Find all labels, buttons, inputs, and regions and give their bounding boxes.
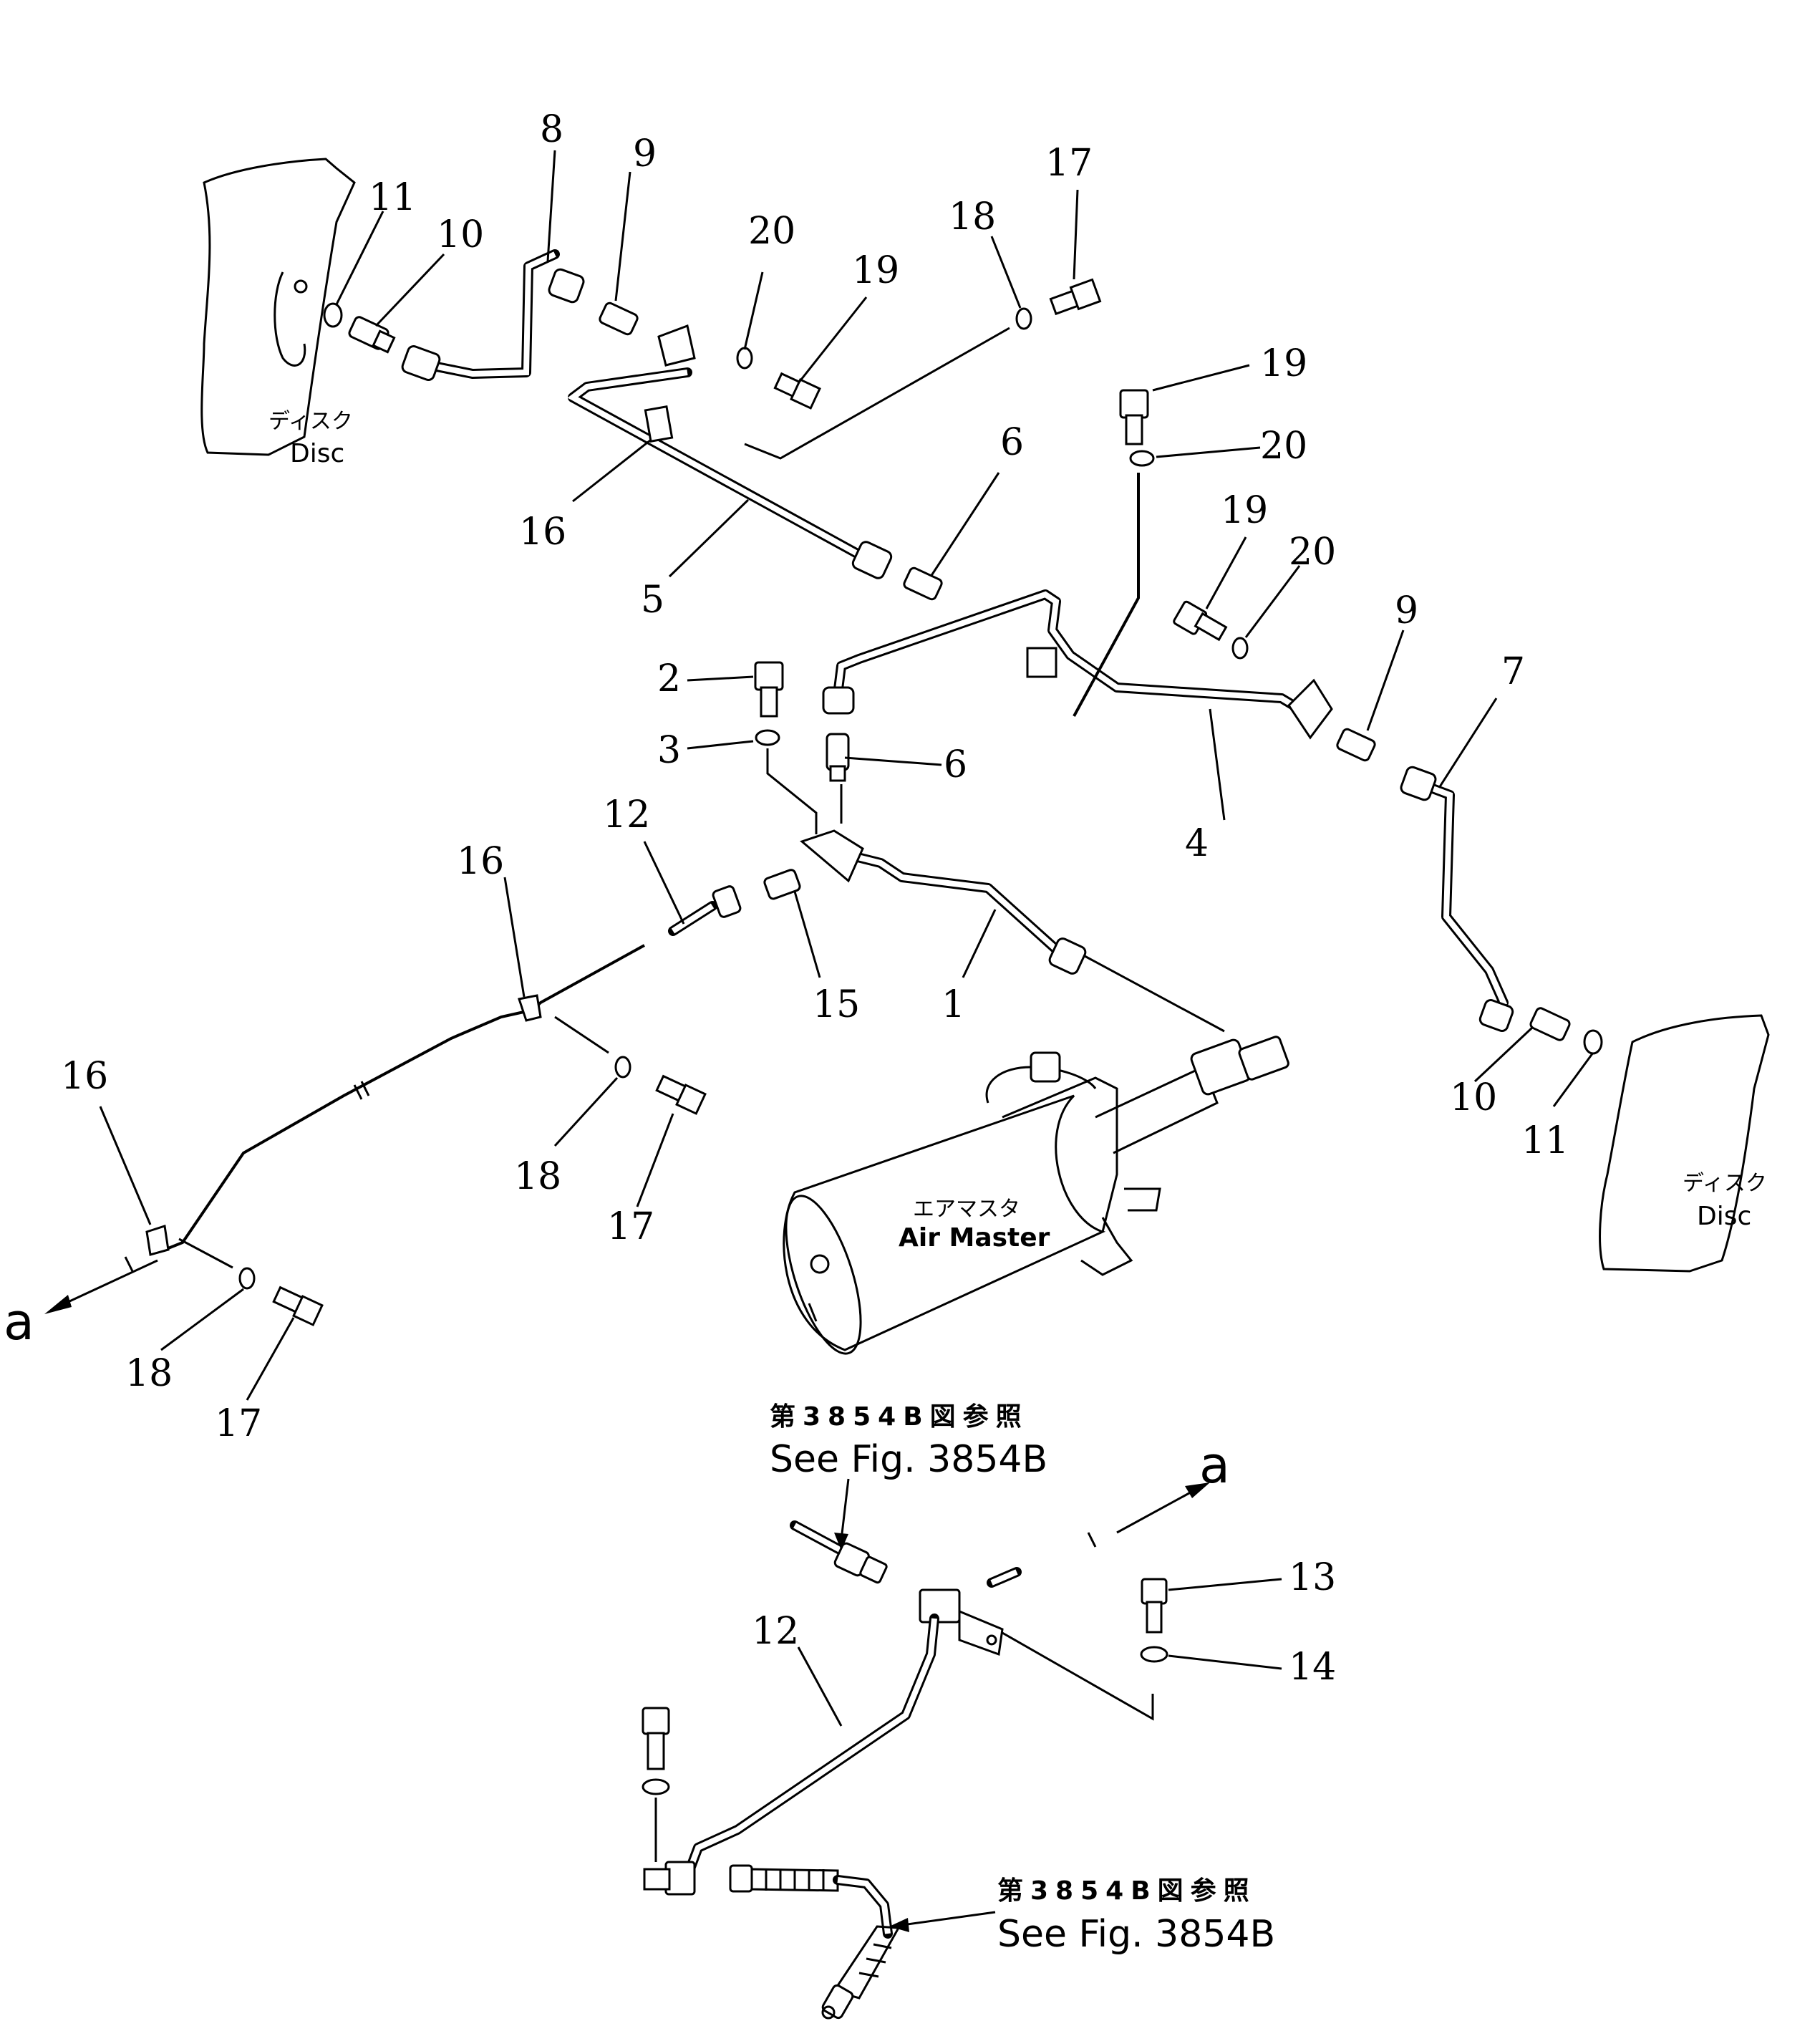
ref2-en: See Fig. 3854B (997, 1913, 1275, 1956)
callout-17: 17 (1045, 142, 1093, 185)
bolt-19-low (1173, 600, 1228, 642)
callout-12: 12 (603, 794, 650, 836)
bolt-17-top (1049, 278, 1102, 316)
bolt-17-low (272, 1286, 324, 1326)
callout-15: 15 (813, 983, 860, 1026)
connector-a-right: a (1199, 1436, 1230, 1495)
callout-10: 10 (1450, 1076, 1497, 1119)
air-master-jp: エアマスタ (913, 1197, 1020, 1222)
ref2-jp: 第3854B図参照 (997, 1876, 1257, 1906)
disc-left: ディスク Disc (200, 158, 356, 468)
reference-caption-2: 第3854B図参照 See Fig. 3854B (997, 1876, 1275, 1956)
callout-20: 20 (1289, 531, 1336, 574)
bolt-19-mid (1119, 389, 1149, 445)
callout-numbers: 8 9 11 10 20 19 18 17 16 5 6 19 20 19 20… (61, 108, 1569, 1689)
callout-20: 20 (748, 210, 795, 253)
elbow-9-right (1336, 728, 1376, 762)
connector-15 (763, 869, 801, 900)
long-line-left (44, 944, 645, 1314)
elbow-9-top (599, 302, 639, 336)
lower-assembly (642, 1482, 1210, 2020)
callout-7: 7 (1501, 650, 1525, 693)
union-10-right (1529, 1007, 1571, 1041)
callout-2: 2 (657, 657, 681, 700)
elbow-6-upper (903, 566, 943, 601)
callout-12: 12 (752, 1610, 799, 1653)
callout-3: 3 (657, 729, 681, 772)
callout-11: 11 (369, 176, 416, 219)
elbow-6-lower (826, 733, 850, 782)
hose-12-upper (668, 885, 742, 936)
callout-19: 19 (1260, 342, 1307, 385)
washer-18-low (238, 1267, 256, 1290)
callout-6: 6 (944, 743, 967, 786)
callout-16: 16 (457, 840, 504, 883)
washer-20-low (1231, 637, 1249, 660)
washer-20-mid (1129, 450, 1155, 467)
tube-4 (822, 473, 1333, 740)
disc-left-en: Disc (290, 439, 344, 468)
callout-18: 18 (949, 196, 996, 238)
washer-18-mid (614, 1056, 631, 1079)
callout-19: 19 (1221, 489, 1268, 532)
washer-3 (755, 729, 780, 746)
reference-caption-1: 第3854B図参照 See Fig. 3854B (770, 1402, 1047, 1481)
callout-4: 4 (1185, 822, 1209, 865)
air-master: エアマスタ Air Master (783, 1036, 1289, 1355)
oring-11-right (1583, 1029, 1603, 1055)
callout-6: 6 (1000, 421, 1024, 464)
callout-16: 16 (61, 1055, 108, 1098)
callout-11: 11 (1521, 1119, 1569, 1162)
callout-5: 5 (641, 579, 664, 622)
disc-left-jp: ディスク (268, 409, 353, 434)
connector-a-left: a (4, 1293, 34, 1351)
callout-9: 9 (1395, 589, 1418, 632)
callout-16: 16 (519, 511, 566, 554)
callout-19: 19 (852, 249, 899, 292)
oring-11-top (323, 302, 343, 328)
callout-10: 10 (437, 213, 484, 256)
tube-8 (401, 249, 585, 381)
callout-14: 14 (1289, 1646, 1336, 1689)
air-master-en: Air Master (899, 1223, 1050, 1253)
tube-5 (567, 324, 893, 579)
callout-18: 18 (125, 1352, 173, 1395)
ref1-en: See Fig. 3854B (770, 1438, 1047, 1481)
tube-7 (1400, 766, 1514, 1033)
callout-9: 9 (633, 132, 657, 175)
tube-1 (799, 829, 1087, 975)
bolt-2 (754, 661, 784, 718)
callout-17: 17 (215, 1402, 262, 1445)
disc-right-jp: ディスク (1683, 1171, 1767, 1196)
callout-13: 13 (1289, 1556, 1336, 1599)
washer-18-top (1015, 307, 1032, 330)
leader-lines (99, 150, 1594, 1932)
bolt-17-mid (655, 1074, 707, 1115)
union-10-top (348, 316, 396, 354)
callout-18: 18 (514, 1155, 561, 1198)
bolt-19-top (773, 372, 821, 410)
ref1-jp: 第3854B図参照 (770, 1402, 1029, 1432)
callout-1: 1 (942, 983, 965, 1026)
callout-20: 20 (1260, 425, 1307, 468)
washer-20-top (736, 347, 753, 370)
callout-8: 8 (540, 108, 563, 151)
callout-17: 17 (607, 1205, 654, 1248)
disc-right-en: Disc (1697, 1202, 1751, 1231)
disc-right: ディスク Disc (1599, 1014, 1770, 1273)
